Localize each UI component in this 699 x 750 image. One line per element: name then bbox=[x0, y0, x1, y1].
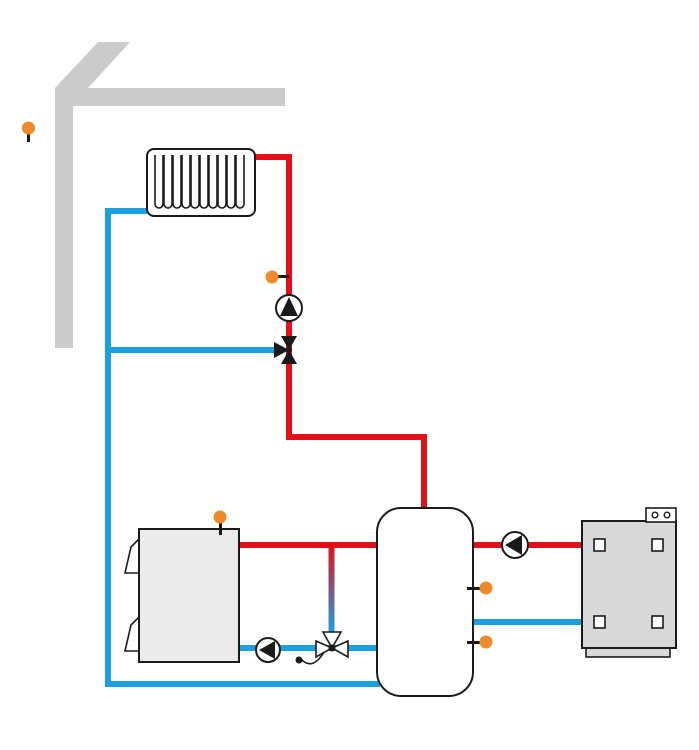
tank-upper-temperature-sensor bbox=[467, 581, 493, 595]
circulation-pump-icon bbox=[275, 294, 303, 322]
boiler-icon bbox=[123, 528, 240, 663]
heat-pump-control-panel bbox=[645, 507, 677, 523]
temperature-sensor-icon bbox=[213, 510, 227, 524]
temperature-sensor-icon bbox=[265, 270, 279, 284]
building-roof bbox=[55, 42, 130, 88]
three-way-mixing-valve-icon bbox=[274, 336, 297, 364]
building-section bbox=[55, 42, 285, 348]
boiler-bypass-pipe bbox=[328, 545, 335, 632]
tank-lower-temperature-sensor bbox=[467, 635, 493, 649]
hot-flow-pipes bbox=[238, 154, 601, 548]
heat-pump-flow-port bbox=[593, 538, 606, 552]
building-wall bbox=[55, 88, 73, 348]
circulation-pump-icon bbox=[501, 531, 529, 559]
flow-temperature-sensor bbox=[265, 270, 289, 284]
radiator-icon bbox=[146, 148, 256, 217]
boiler-temperature-sensor bbox=[213, 510, 227, 535]
buffer-storage-tank-icon bbox=[376, 507, 474, 697]
outdoor-temperature-sensor bbox=[22, 121, 35, 142]
temperature-sensor-icon bbox=[22, 121, 35, 135]
heating-flow-line bbox=[255, 154, 427, 512]
return-main-line bbox=[105, 208, 380, 687]
heat-pump-return-port bbox=[593, 615, 606, 629]
circulation-pump-icon bbox=[255, 637, 281, 663]
heat-pump-unit-icon bbox=[581, 507, 677, 658]
temperature-sensor-icon bbox=[479, 635, 493, 649]
boiler-door-lower bbox=[123, 615, 140, 652]
temperature-sensor-icon bbox=[479, 581, 493, 595]
boiler-door-upper bbox=[123, 537, 140, 574]
building-ceiling bbox=[55, 88, 285, 106]
three-way-mixing-valve-icon bbox=[295, 631, 349, 665]
